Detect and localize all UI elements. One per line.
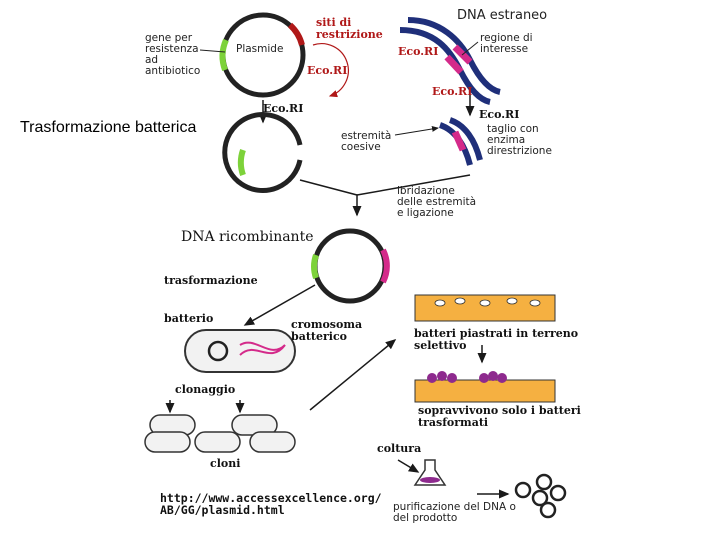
label-taglio-enzima: taglio con enzima direstrizione bbox=[487, 123, 552, 158]
label-estremita-coesive: estremità coesive bbox=[341, 130, 392, 154]
arrow-merge bbox=[299, 179, 362, 217]
plasmid-top bbox=[219, 12, 306, 98]
label-gene-resistenza: gene per resistenza ad antibiotico bbox=[145, 32, 201, 78]
label-plasmide: Plasmide bbox=[236, 43, 284, 55]
source-url: http://www.accessexcellence.org/ AB/GG/p… bbox=[160, 491, 382, 518]
cohesive-pointer bbox=[394, 126, 439, 136]
label-dna-ricombinante: DNA ricombinante bbox=[181, 229, 314, 245]
label-cloni: cloni bbox=[210, 457, 241, 470]
label-purificazione: purificazione del DNA o del prodotto bbox=[393, 501, 516, 525]
clone-cells bbox=[144, 414, 296, 453]
label-batterio: batterio bbox=[164, 312, 214, 325]
label-siti-restrizione: siti di restrizione bbox=[316, 16, 383, 41]
label-ibridazione: ibridazione delle estremità e ligazione bbox=[397, 185, 477, 220]
bacterium bbox=[184, 329, 296, 373]
label-trasformazione: trasformazione bbox=[164, 274, 258, 287]
label-ecori-left-cut: Eco.RI bbox=[263, 102, 304, 115]
label-cromosoma: cromosoma batterico bbox=[291, 318, 363, 343]
label-clonaggio: clonaggio bbox=[175, 383, 236, 396]
plate-selective bbox=[414, 294, 556, 322]
plasmid-cut bbox=[222, 112, 303, 193]
culture-flask bbox=[413, 459, 447, 486]
label-dna-estraneo: DNA estraneo bbox=[457, 8, 548, 23]
restriction-site-arc bbox=[312, 43, 349, 98]
arrow-transformation bbox=[243, 284, 316, 326]
label-regione-interesse: regione di interesse bbox=[480, 32, 533, 56]
arrow-culture bbox=[397, 459, 420, 473]
label-piastrati: batteri piastrati in terreno selettivo bbox=[414, 327, 579, 352]
label-ecori-right-cut: Eco.RI bbox=[479, 108, 520, 121]
label-sopravvivono: sopravvivono solo i batteri trasformati bbox=[418, 404, 581, 429]
gene-pointer bbox=[199, 49, 226, 53]
recombinant-plasmid bbox=[311, 228, 390, 304]
page-title: Trasformazione batterica bbox=[20, 119, 197, 136]
foreign-fragment bbox=[438, 117, 483, 166]
interest-pointer bbox=[461, 41, 479, 56]
foreign-dna bbox=[399, 17, 501, 105]
arrow-to-plate bbox=[309, 339, 397, 411]
label-coltura: coltura bbox=[377, 442, 422, 455]
label-ecori-foreign-bottom: Eco.RI bbox=[432, 85, 473, 98]
purified-plasmids bbox=[514, 473, 567, 519]
label-ecori-foreign: Eco.RI bbox=[398, 45, 439, 58]
plate-colonies bbox=[414, 371, 556, 403]
label-ecori-plasmid: Eco.RI bbox=[307, 64, 348, 77]
